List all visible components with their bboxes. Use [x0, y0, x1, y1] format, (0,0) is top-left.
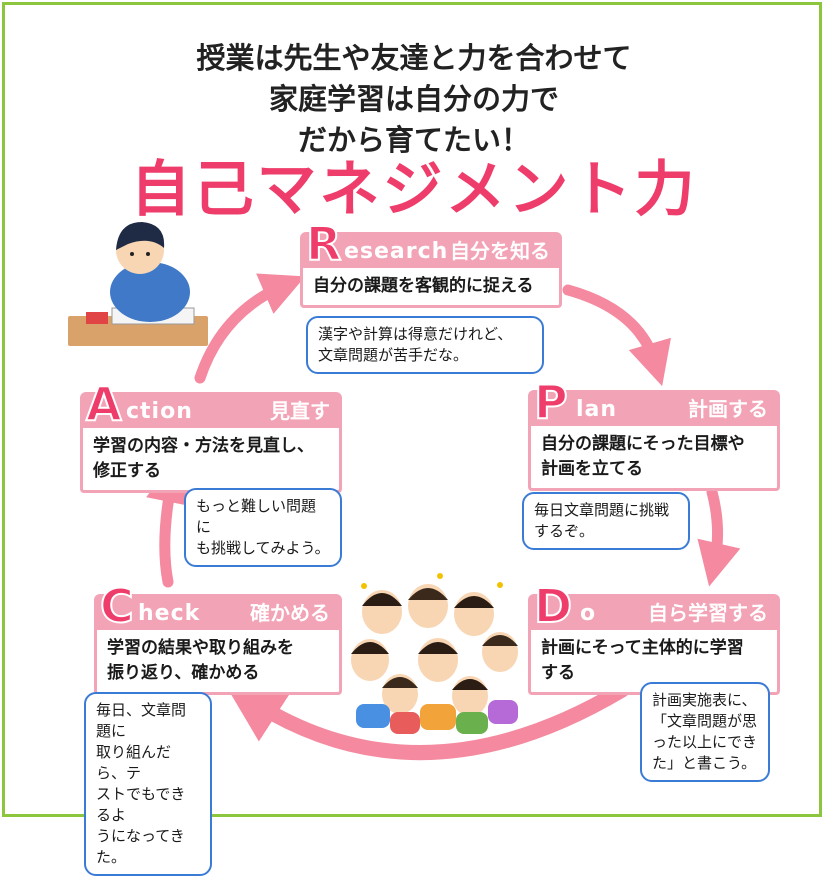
research-letter: R [305, 217, 342, 271]
check-bubble-line-3: ストでもできるよ [96, 785, 186, 824]
do-bubble-line-1: 計画実施表に、 [652, 691, 757, 709]
check-card-header: C heck 確かめる [94, 581, 342, 631]
action-body-line-1: 学習の内容・方法を見直し、 [93, 436, 314, 456]
do-body-line-2: する [541, 663, 575, 683]
action-word: ction [126, 399, 193, 424]
research-card: R esearch 自分を知る 自分の課題を客観的に捉える [300, 219, 562, 308]
do-jp-label: 自ら学習する [648, 601, 768, 625]
studying-student-illustration [68, 222, 208, 346]
arrow-plan-to-do [697, 486, 741, 587]
check-bubble-line-1: 毎日、文章問題に [96, 701, 187, 740]
do-word: o [580, 601, 597, 626]
do-speech-bubble: 計画実施表に、 「文章問題が思 った以上にでき た」と書こう。 [640, 682, 770, 782]
action-card-body: 学習の内容・方法を見直し、 修正する [80, 428, 342, 493]
action-jp-label: 見直す [270, 399, 330, 423]
plan-card-header: P lan 計画する [528, 377, 780, 427]
check-letter: C [99, 579, 135, 633]
heading-line-1: 授業は先生や友達と力を合わせて [196, 41, 632, 75]
plan-body-line-2: 計画を立てる [541, 459, 643, 479]
plan-speech-bubble: 毎日文章問題に挑戦 するぞ。 [522, 492, 690, 550]
check-body-line-2: 振り返り、確かめる [107, 663, 260, 683]
action-bubble-line-1: もっと難しい問題に [196, 497, 317, 536]
arrow-do-to-check [224, 682, 630, 761]
research-body-text: 自分の課題を客観的に捉える [313, 276, 534, 296]
plan-bubble-line-2: するぞ。 [534, 522, 595, 540]
plan-word: lan [576, 397, 618, 422]
check-jp-label: 確かめる [250, 601, 330, 625]
arrow-action-to-research [194, 273, 306, 384]
action-letter: A [85, 377, 123, 431]
cycle-arrows [68, 222, 741, 761]
research-bubble-line-1: 漢字や計算は得意だけれど、 [318, 325, 513, 343]
research-bubble-line-2: 文章問題が苦手だな。 [318, 346, 469, 364]
plan-body-line-1: 自分の課題にそった目標や [541, 434, 745, 454]
research-word: esearch [344, 239, 449, 264]
do-letter: D [533, 579, 573, 633]
plan-jp-label: 計画する [688, 397, 768, 421]
plan-bubble-line-1: 毎日文章問題に挑戦 [534, 501, 670, 519]
action-bubble-line-2: も挑戦してみよう。 [196, 539, 330, 557]
heading-line-3: だから育てたい！ [297, 123, 530, 157]
check-bubble-line-2: 取り組んだら、テ [96, 743, 172, 782]
heading-line-2: 家庭学習は自分の力で [268, 82, 559, 116]
do-bubble-line-2: 「文章問題が思 [652, 712, 758, 730]
plan-card-body: 自分の課題にそった目標や 計画を立てる [528, 426, 780, 491]
arrow-check-to-action [146, 458, 190, 588]
do-bubble-line-4: た」と書こう。 [652, 754, 757, 772]
do-card-header: D o 自ら学習する [528, 581, 780, 631]
action-card-header: A ction 見直す [80, 379, 342, 429]
research-jp-label: 自分を知る [450, 239, 550, 263]
research-speech-bubble: 漢字や計算は得意だけれど、 文章問題が苦手だな。 [306, 316, 544, 374]
plan-letter: P [533, 375, 569, 429]
check-speech-bubble: 毎日、文章問題に 取り組んだら、テ ストでもできるよ うになってきた。 [84, 692, 212, 876]
arrow-research-to-plan [562, 284, 671, 387]
check-card: C heck 確かめる 学習の結果や取り組みを 振り返り、確かめる [94, 581, 342, 695]
do-bubble-line-3: った以上にでき [652, 733, 758, 751]
action-body-line-2: 修正する [93, 461, 161, 481]
check-bubble-line-4: うになってきた。 [96, 827, 185, 866]
check-body-line-1: 学習の結果や取り組みを [107, 638, 294, 658]
cheering-children-illustration [351, 573, 518, 734]
action-speech-bubble: もっと難しい問題に も挑戦してみよう。 [184, 488, 342, 567]
check-word: heck [138, 601, 201, 626]
research-card-body: 自分の課題を客観的に捉える [300, 268, 562, 308]
do-body-line-1: 計画にそって主体的に学習 [541, 638, 744, 658]
check-card-body: 学習の結果や取り組みを 振り返り、確かめる [94, 630, 342, 695]
plan-card: P lan 計画する 自分の課題にそった目標や 計画を立てる [528, 377, 780, 491]
action-card: A ction 見直す 学習の内容・方法を見直し、 修正する [80, 379, 342, 493]
do-card: D o 自ら学習する 計画にそって主体的に学習 する [528, 581, 780, 695]
diagram-title: 自己マネジメント力 [130, 155, 698, 225]
research-card-header: R esearch 自分を知る [300, 219, 562, 269]
